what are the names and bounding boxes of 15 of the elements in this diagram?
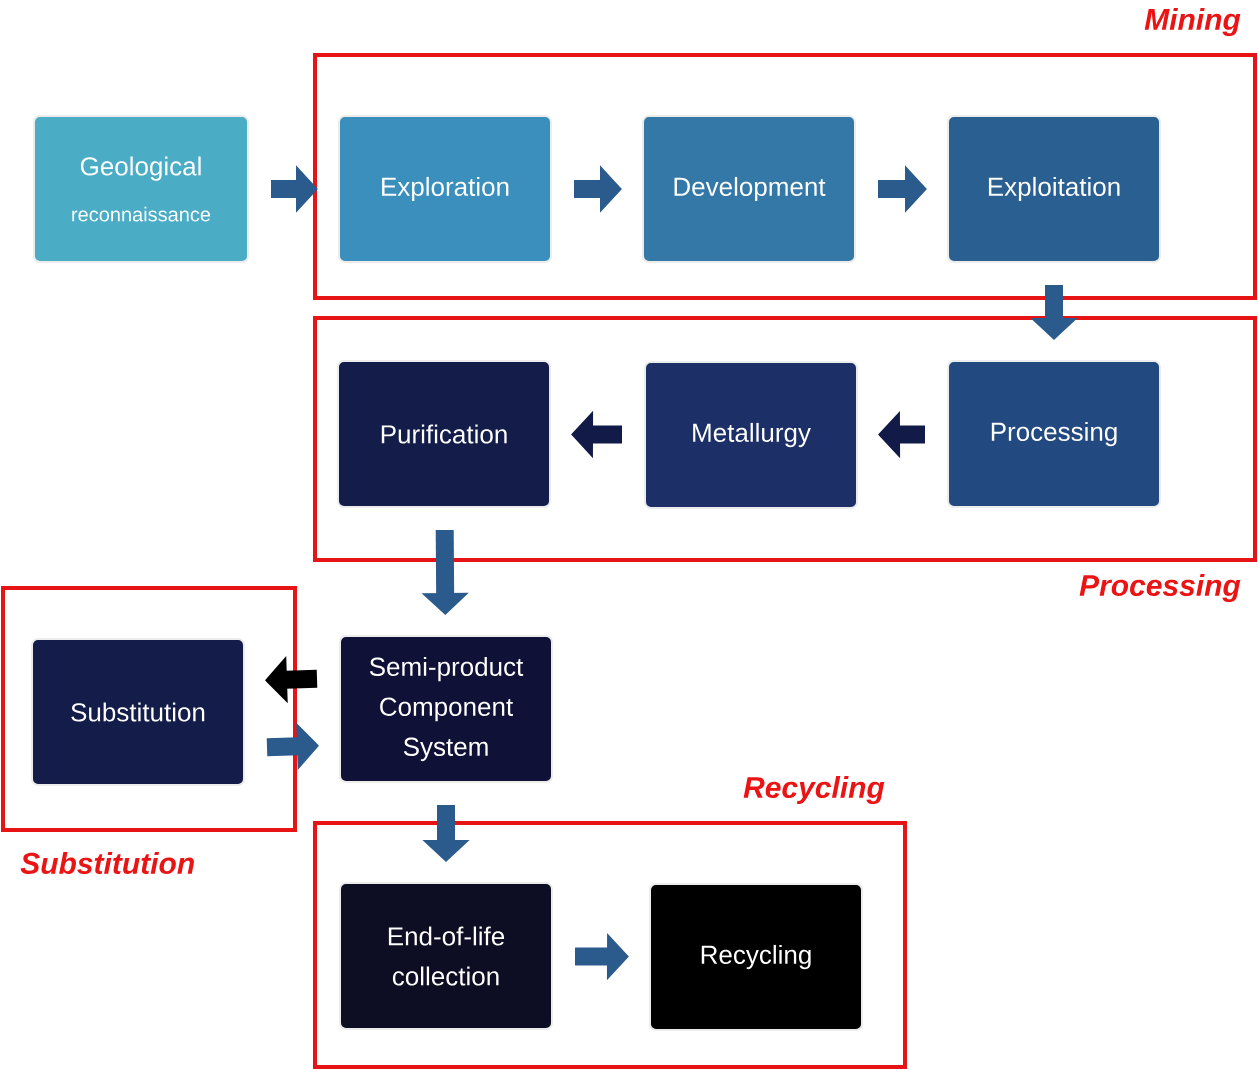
process-box: Processing <box>947 360 1161 508</box>
group-heading: Substitution <box>20 852 194 875</box>
process-box: Geological reconnaissance <box>33 115 249 263</box>
process-box: Recycling <box>649 883 863 1031</box>
process-box: Substitution <box>31 638 245 786</box>
process-box: Exploitation <box>947 115 1161 263</box>
group-heading: Processing <box>1079 574 1241 602</box>
group-heading: Mining <box>1144 8 1241 36</box>
process-box: Semi-product Component System <box>339 635 553 783</box>
group-heading: Recycling <box>743 776 885 804</box>
process-box: Development <box>642 115 856 263</box>
process-box: Metallurgy <box>644 361 858 509</box>
process-box: End-of-life collection <box>339 882 553 1030</box>
process-box: Purification <box>337 360 551 508</box>
process-box: Exploration <box>338 115 552 263</box>
